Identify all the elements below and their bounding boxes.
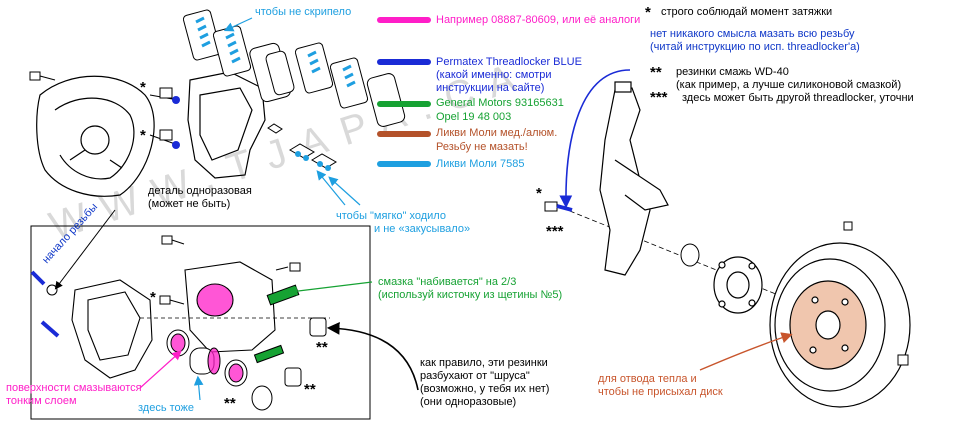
heat-arrow: [699, 332, 793, 371]
caliper-bracket-drawing: [187, 71, 266, 179]
mark-inset-bolt: *: [150, 289, 156, 306]
clip-grease-marks: [295, 151, 331, 171]
inset-washer: [46, 284, 58, 296]
steering-knuckle-drawing: [599, 81, 669, 276]
thread-note-line1: нет никакого смысла мазать всю резьбу: [650, 28, 855, 40]
legend-pink-text: Например 08887-80609, или её аналоги: [436, 14, 641, 26]
rubber-boots: [284, 317, 327, 387]
no-squeak-note: чтобы не скрипело: [255, 6, 352, 18]
surfaces-note-line1: поверхности смазываются: [6, 382, 142, 394]
boots-note-line2: разбухают от "шруса": [420, 370, 530, 382]
thread-start-arrow: [54, 209, 116, 290]
boots-note-line3: (возможно, у тебя их нет): [420, 383, 550, 395]
wd40-note-line2: (как пример, а лучше силиконовой смазкой…: [676, 79, 902, 91]
mark-two-legend: **: [650, 64, 662, 81]
hub-nut-drawing: [680, 221, 853, 267]
mark-knuckle-three: ***: [546, 223, 564, 240]
soft-move-note-line1: чтобы "мягко" ходило: [336, 210, 446, 222]
mark-boot-upper: **: [316, 339, 328, 356]
boots-arrow: [326, 321, 419, 391]
mark-three-legend: ***: [650, 89, 668, 106]
grease-note-line1: смазка "набивается" на 2/3: [378, 276, 517, 288]
legend-blue-line1: Permatex Threadlocker BLUE: [436, 56, 582, 68]
surfaces-note-line2: тонким слоем: [6, 395, 77, 407]
inset-frame: [30, 225, 371, 420]
inset-bolts: [159, 235, 301, 305]
grease-arrow: [287, 281, 373, 296]
legend-blue-line3: инструкции на сайте): [436, 82, 545, 94]
shield-bolt-drawing: [29, 71, 56, 81]
here-too-note: здесь тоже: [138, 402, 195, 414]
here-too-arrow: [193, 375, 204, 401]
torque-note: строго соблюдай момент затяжки: [661, 6, 833, 18]
mark-knuckle-bolt: *: [536, 185, 542, 202]
disposable-note-line2: (может не быть): [148, 198, 231, 210]
no-squeak-arrow: [223, 17, 253, 32]
disposable-note-line1: деталь одноразовая: [148, 185, 252, 197]
wheel-hub-drawing: [713, 256, 763, 314]
legend-brown-line2: Резьбу не мазать!: [436, 141, 528, 153]
disc-screw-drawing: [897, 354, 909, 366]
soft-move-note-line2: и не «закусывало»: [374, 223, 471, 235]
thread-note-line2: (читай инструкцию по исп. threadlocker'а…: [650, 41, 860, 53]
brake-pads-drawing: [249, 42, 406, 127]
piston-and-seals: [166, 329, 273, 411]
other-threadlocker-note: здесь может быть другой threadlocker, ут…: [682, 92, 914, 104]
shims-drawing: [182, 9, 369, 109]
mark-bracket-bolt-bottom: *: [140, 127, 146, 144]
boots-note-line1: как правило, эти резинки: [420, 357, 548, 369]
inset-dust-shield: [71, 279, 153, 379]
legend-green-line2: Opel 19 48 003: [436, 111, 512, 123]
thread-start-blue-mark-2: [40, 320, 60, 338]
heat-note-line2: чтобы не присыхал диск: [598, 386, 723, 398]
wd40-note-line1: резинки смажь WD-40: [676, 66, 789, 78]
soft-move-arrow: [316, 170, 346, 206]
soft-move-arrow-2: [328, 176, 361, 206]
legend-blue-line2: (какой именно: смотри: [436, 69, 552, 81]
legend-brown-line1: Ликви Моли мед./алюм.: [436, 127, 558, 139]
heat-note-line1: для отвода тепла и: [598, 373, 697, 385]
legend-cyan-text: Ликви Моли 7585: [436, 158, 525, 170]
mark-bracket-bolt-top: *: [140, 79, 146, 96]
legend-green-line1: General Motors 93165631: [436, 97, 564, 109]
knuckle-bolt-drawing: [544, 201, 573, 212]
dust-shield-drawing: [36, 75, 155, 197]
mark-boot-lower: **: [304, 381, 316, 398]
mark-seal: **: [224, 395, 236, 412]
mark-one-legend: *: [645, 4, 651, 21]
boots-note-line4: (они одноразовые): [420, 396, 517, 408]
inset-caliper-body: [184, 261, 276, 353]
shim-grease-marks: [195, 16, 356, 88]
thread-start-blue-mark: [30, 270, 46, 286]
thread-arrow: [559, 69, 631, 209]
bracket-bolts-drawing: [149, 87, 180, 149]
surfaces-arrow: [139, 350, 182, 389]
grease-note-line2: (используй кисточку из щетины №5): [378, 289, 563, 301]
brake-disc-drawing: [769, 242, 911, 408]
